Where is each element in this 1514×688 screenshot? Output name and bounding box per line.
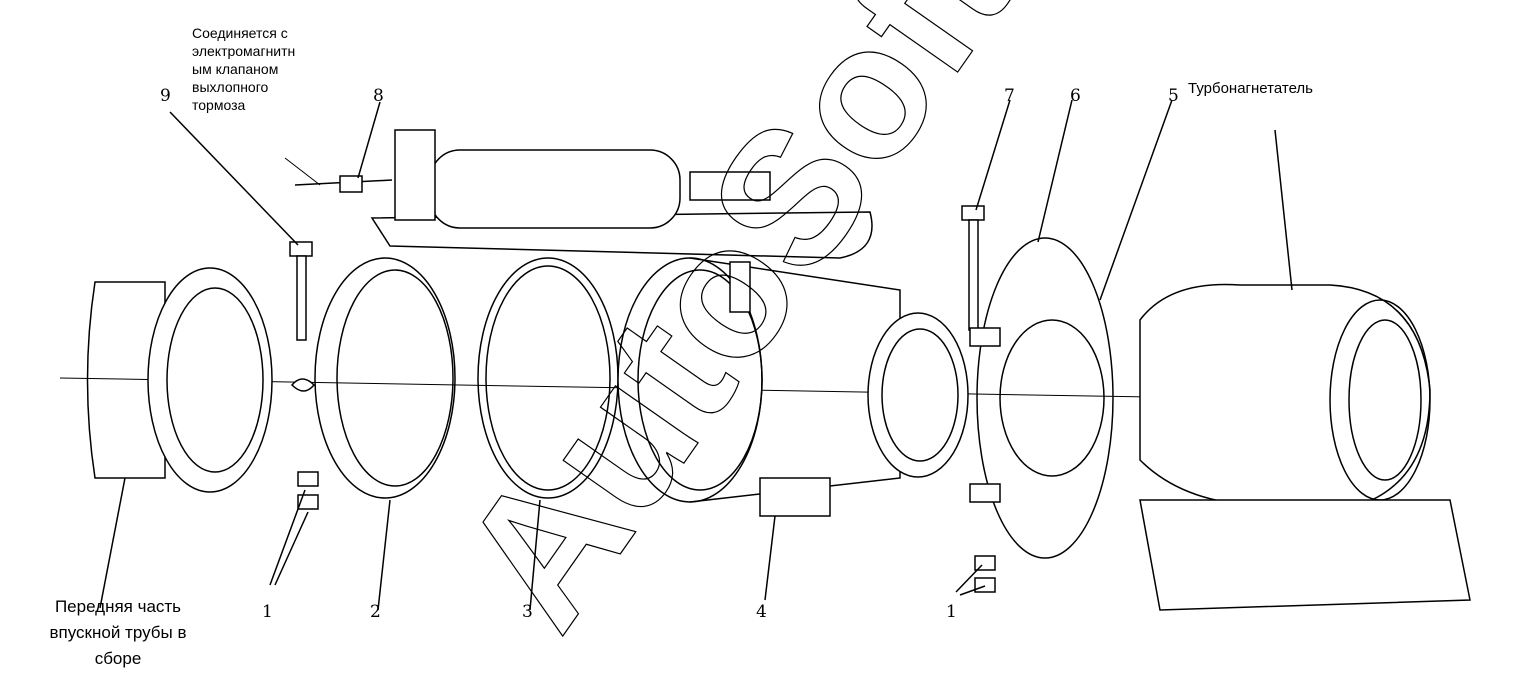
callout-4: 4 [756, 602, 767, 622]
callout-9: 9 [160, 86, 171, 106]
callout-8: 8 [373, 86, 384, 106]
nuts-1-left [269, 471, 319, 586]
callout-7: 7 [1004, 86, 1015, 106]
exhaust-brake-body-4 [617, 257, 969, 601]
label-solenoid-connection: Соединяется с электромагнитн ым клапаном… [192, 25, 296, 113]
callout-1-right: 1 [946, 602, 957, 622]
intake-pipe-front-part [86, 267, 273, 609]
bolt-9 [169, 111, 313, 341]
label-turbocharger: Турбонагнетатель [1188, 80, 1313, 97]
callout-5: 5 [1168, 86, 1179, 106]
brake-cylinder-actuator [284, 101, 873, 259]
label-intake-pipe-front: Передняя часть впускной трубы в сборе [49, 597, 187, 668]
bolt-7 [961, 99, 1011, 331]
turbocharger [1139, 129, 1471, 611]
leader-5 [1099, 99, 1173, 301]
watermark-text: AutoSoft [420, 0, 1054, 664]
nuts-1-right [955, 555, 996, 596]
v-clamp-6 [969, 99, 1114, 559]
callout-1-left: 1 [262, 602, 273, 622]
callout-3: 3 [522, 602, 533, 622]
gasket-ring-3 [477, 257, 619, 611]
callout-2: 2 [370, 602, 381, 622]
clamp-ring-2 [290, 257, 456, 611]
callout-6: 6 [1070, 86, 1081, 106]
leader-intake [99, 477, 126, 609]
